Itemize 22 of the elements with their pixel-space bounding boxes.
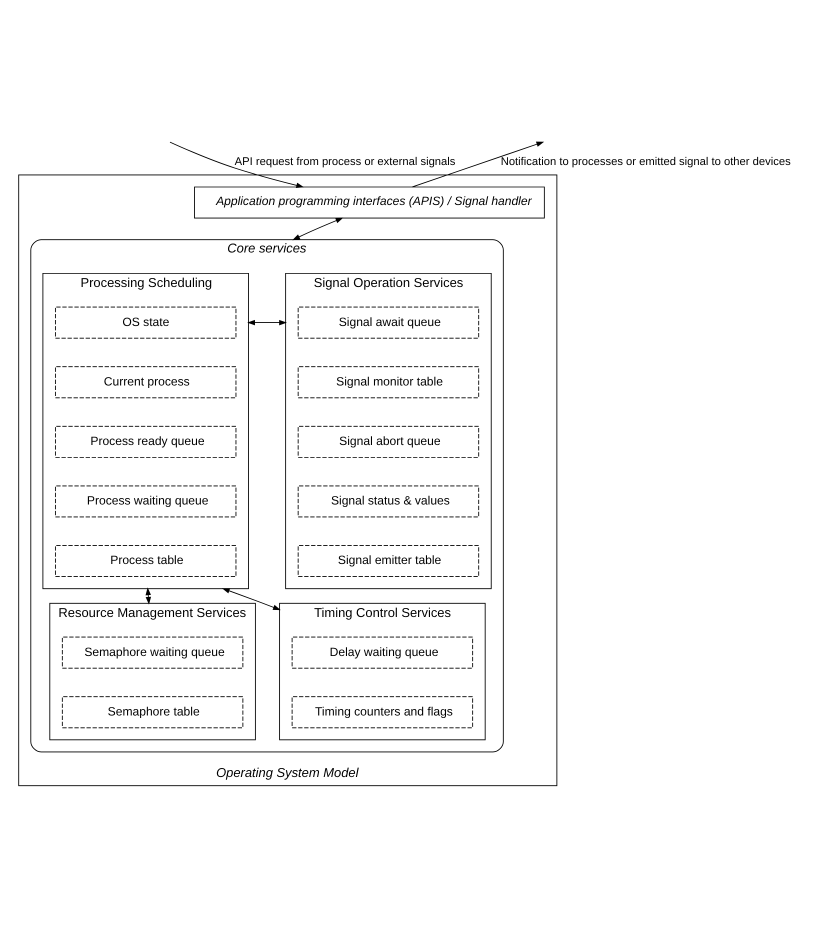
edge-label: Notification to processes or emitted signal to other devices (500, 155, 791, 168)
node-box: Semaphore table (62, 696, 244, 728)
node-box: Process table (54, 544, 236, 577)
arrow (412, 141, 544, 187)
arrow (222, 588, 281, 610)
node-box: Signal abort queue (298, 425, 480, 458)
node-box: Signal await queue (298, 306, 480, 338)
node-box: Current process (54, 366, 236, 398)
node-box: Process ready queue (54, 425, 236, 458)
node-box: Semaphore waiting queue (62, 636, 244, 668)
node-box: Delay waiting queue (292, 636, 474, 668)
arrow (247, 319, 287, 325)
node-box: Signal emitter table (298, 544, 480, 577)
node-box: OS state (54, 306, 236, 338)
node-box: Application programming interfaces (APIS) / Signal handler (194, 186, 545, 218)
arrow (292, 217, 344, 240)
node-box: Process waiting queue (54, 484, 236, 517)
node-box: Timing counters and flags (292, 696, 474, 728)
arrow (170, 141, 304, 188)
edge-label: API request from process or external signals (234, 155, 456, 168)
node-box: Signal monitor table (298, 366, 480, 398)
node-box: Signal status & values (298, 484, 480, 517)
